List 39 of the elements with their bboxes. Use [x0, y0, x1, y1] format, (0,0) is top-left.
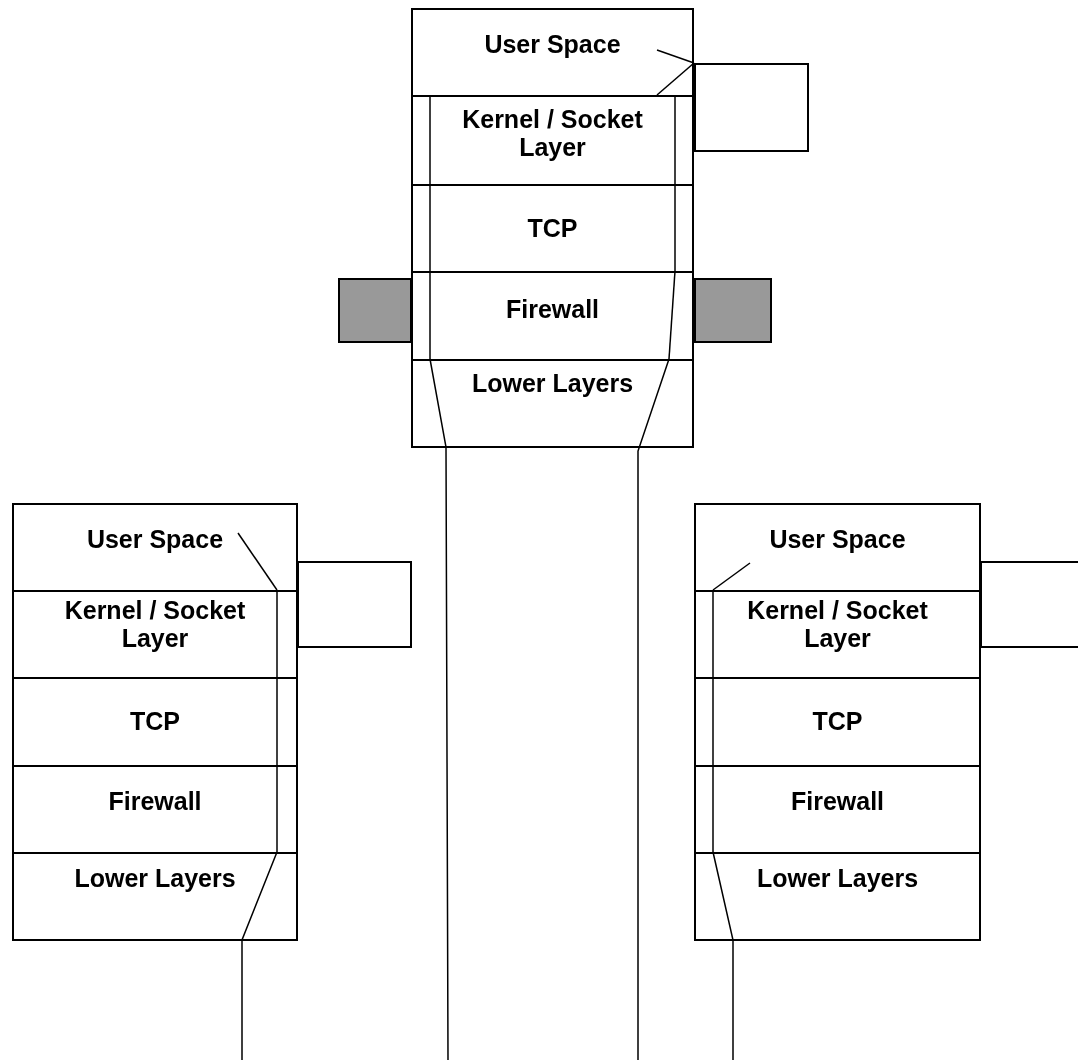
layer-box [694, 590, 981, 679]
layer-label: TCP [129, 707, 181, 735]
packet-path-line [712, 562, 751, 591]
layer-box [694, 765, 981, 854]
layer-label: User Space [85, 525, 225, 553]
layer-box [411, 271, 694, 361]
layer-box [12, 503, 298, 592]
layer-label: Kernel / Socket Layer [63, 596, 247, 652]
layer-box [12, 765, 298, 854]
layer-box [694, 503, 981, 592]
layer-box [411, 8, 694, 97]
layer-label: Firewall [107, 787, 203, 815]
layer-label: Kernel / Socket Layer [461, 105, 644, 161]
layer-label: Firewall [504, 295, 601, 323]
layer-label: Lower Layers [470, 369, 635, 397]
layer-label: Lower Layers [755, 864, 920, 892]
layer-label: TCP [526, 214, 579, 242]
filter-block [694, 278, 772, 343]
layer-label: Kernel / Socket Layer [746, 596, 929, 652]
packet-path-line [237, 532, 278, 591]
packet-path-line [656, 49, 695, 64]
layer-label: User Space [483, 30, 622, 58]
layer-label: Lower Layers [73, 864, 237, 892]
layer-box [411, 359, 694, 448]
layer-box [12, 677, 298, 767]
layer-box [411, 184, 694, 273]
layer-label: TCP [811, 707, 864, 735]
filter-block [338, 278, 412, 343]
layer-box [694, 677, 981, 767]
layer-box [411, 95, 694, 186]
packet-path-line [656, 62, 695, 96]
layer-box [12, 590, 298, 679]
side-box [694, 63, 809, 152]
layer-label: Firewall [789, 787, 886, 815]
layer-label: User Space [768, 525, 907, 553]
side-box [297, 561, 412, 648]
layer-box [694, 852, 981, 941]
layer-box [12, 852, 298, 941]
side-box [980, 561, 1078, 648]
